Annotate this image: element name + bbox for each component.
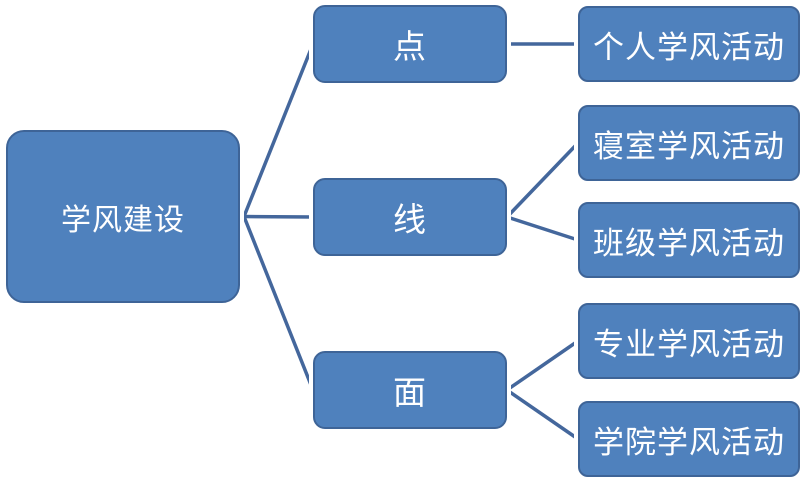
- connector-root-xian: [243, 214, 314, 219]
- node-point[interactable]: 点: [313, 5, 507, 83]
- node-college-activity-label: 学院学风活动: [593, 424, 785, 460]
- node-plane-label: 面: [393, 376, 427, 412]
- connector-mian-leaf3: [506, 339, 579, 392]
- node-root[interactable]: 学风建设: [6, 130, 240, 303]
- node-class-activity[interactable]: 班级学风活动: [578, 202, 800, 278]
- node-line-label: 线: [393, 203, 427, 239]
- connector-root-dian: [242, 43, 315, 218]
- connector-root-mian: [242, 215, 315, 391]
- node-personal-activity[interactable]: 个人学风活动: [578, 6, 800, 82]
- node-personal-activity-label: 个人学风活动: [593, 29, 785, 65]
- node-major-activity-label: 专业学风活动: [593, 326, 785, 362]
- connector-mian-leaf4: [506, 388, 579, 441]
- connector-xian-leaf2: [506, 215, 579, 242]
- node-major-activity[interactable]: 专业学风活动: [578, 303, 800, 379]
- node-dorm-activity[interactable]: 寝室学风活动: [578, 105, 800, 181]
- node-dorm-activity-label: 寝室学风活动: [593, 128, 785, 164]
- node-line[interactable]: 线: [313, 178, 507, 256]
- node-college-activity[interactable]: 学院学风活动: [578, 401, 800, 477]
- node-plane[interactable]: 面: [313, 351, 507, 429]
- node-point-label: 点: [393, 30, 427, 66]
- node-class-activity-label: 班级学风活动: [593, 225, 785, 261]
- node-root-label: 学风建设: [61, 203, 185, 237]
- connector-xian-leaf1: [505, 141, 580, 219]
